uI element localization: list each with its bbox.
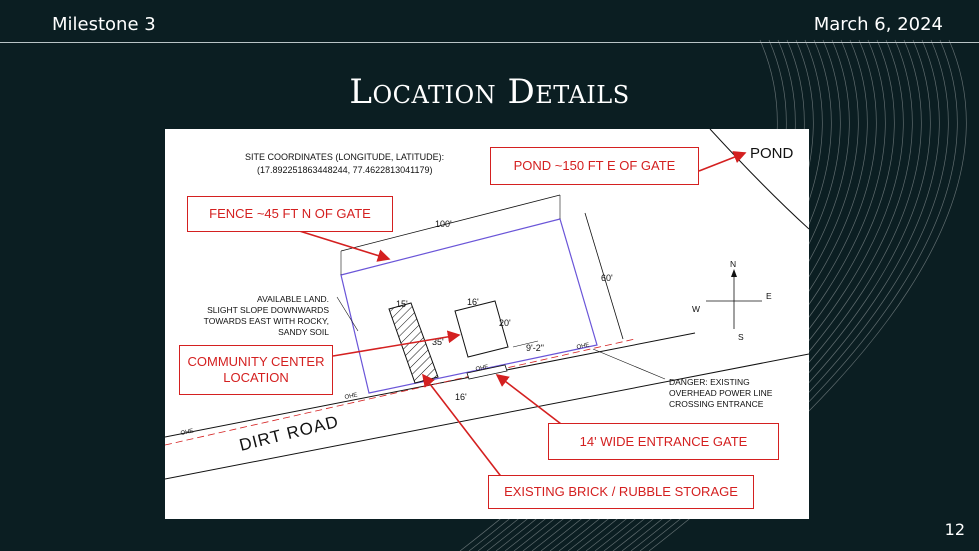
community-center-callout-line-1: COMMUNITY CENTER xyxy=(187,354,325,369)
storage-callout: EXISTING BRICK / RUBBLE STORAGE xyxy=(488,475,754,509)
site-boundary xyxy=(340,218,598,394)
compass xyxy=(706,269,762,329)
fence-callout: FENCE ~45 FT N OF GATE xyxy=(187,196,393,232)
site-coordinates-label: SITE COORDINATES (LONGITUDE, LATITUDE): xyxy=(245,152,444,162)
arrow-community xyxy=(332,330,461,357)
compass-w: W xyxy=(692,304,700,314)
compass-s: S xyxy=(738,332,744,342)
compass-e: E xyxy=(766,291,772,301)
available-land-line-4: SANDY SOIL xyxy=(278,327,329,337)
dim-16-top: 16' xyxy=(467,297,479,307)
danger-line-2: OVERHEAD POWER LINE xyxy=(669,388,773,398)
entrance-gate xyxy=(466,364,508,380)
community-center-callout: COMMUNITY CENTER LOCATION xyxy=(179,345,333,395)
dim-60: 60' xyxy=(601,273,613,283)
ohe-label-2: OHE xyxy=(344,392,358,401)
community-center-callout-line-2: LOCATION xyxy=(223,370,289,385)
pond-label: POND xyxy=(750,145,794,162)
header-divider xyxy=(0,42,979,43)
pond-callout: POND ~150 FT E OF GATE xyxy=(490,147,699,185)
available-land-line-3: TOWARDS EAST WITH ROCKY, xyxy=(204,316,329,326)
available-land-line-2: SLIGHT SLOPE DOWNWARDS xyxy=(207,305,329,315)
dim-35: 35' xyxy=(432,337,444,347)
ohe-label-3: OHE xyxy=(475,364,489,373)
site-plan-drawing: 100' 60' 15' 35' 16' 20' 9'-2" 16' OHE O… xyxy=(165,129,809,480)
ohe-label-1: OHE xyxy=(180,428,194,437)
arrow-pond xyxy=(698,151,747,172)
ohe-label-4: OHE xyxy=(576,342,590,351)
danger-line-3: CROSSING ENTRANCE xyxy=(669,399,764,409)
site-plan-image: 100' 60' 15' 35' 16' 20' 9'-2" 16' OHE O… xyxy=(165,129,809,519)
pond-edge xyxy=(709,129,809,230)
danger-line-1: DANGER: EXISTING xyxy=(669,377,750,387)
dim-20: 20' xyxy=(499,318,511,328)
date-label: March 6, 2024 xyxy=(813,14,943,35)
compass-n: N xyxy=(730,259,736,269)
road-label: DIRT ROAD xyxy=(237,412,340,455)
available-land-line-1: AVAILABLE LAND. xyxy=(257,294,329,304)
arrow-gate xyxy=(495,374,566,428)
entrance-gate-callout: 14' WIDE ENTRANCE GATE xyxy=(548,423,779,460)
dim-16-bottom: 16' xyxy=(455,392,467,402)
dim-9-2: 9'-2" xyxy=(526,343,544,353)
dim-100: 100' xyxy=(435,219,452,229)
page-number: 12 xyxy=(944,520,965,539)
community-center-footprint xyxy=(454,300,509,358)
road-edge-south xyxy=(165,353,809,480)
dim-15: 15' xyxy=(396,299,408,309)
power-line xyxy=(165,338,636,446)
milestone-label: Milestone 3 xyxy=(52,14,156,35)
site-coordinates-value: (17.892251863448244, 77.4622813041179) xyxy=(257,165,433,175)
arrow-storage xyxy=(422,373,504,480)
arrow-fence xyxy=(292,228,391,262)
slide-title: Location Details xyxy=(349,72,630,112)
